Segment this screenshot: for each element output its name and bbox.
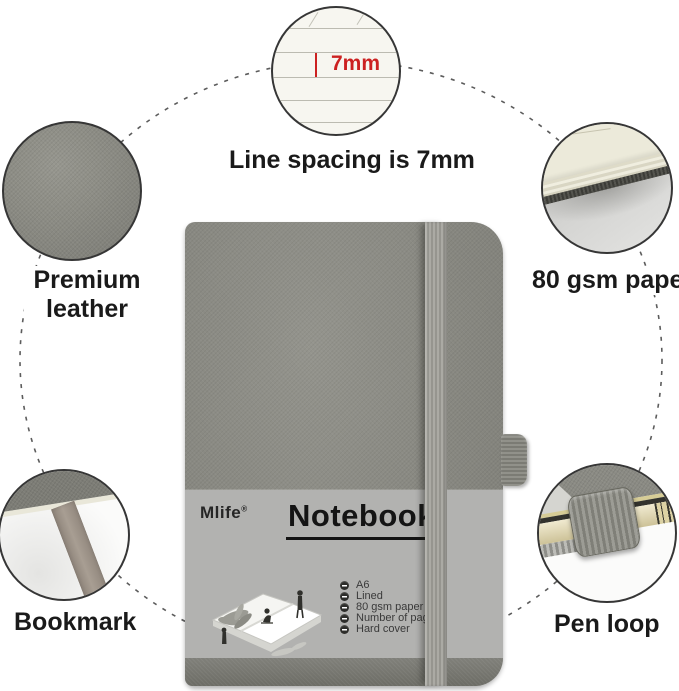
elastic-pen-loop: [566, 485, 642, 559]
paper-weight-icon: [340, 603, 349, 612]
feature-row: A6: [340, 579, 440, 591]
feature-row: Hard cover: [340, 623, 440, 635]
ruling-icon: [340, 592, 349, 601]
ruled-line: [273, 122, 399, 123]
leaf-cluster: [218, 603, 252, 629]
pen-loop-detail-circle: [537, 463, 677, 603]
measurement-tick: [315, 53, 317, 77]
feature-list: A6 Lined 80 gsm paper Number of pages Ha…: [340, 579, 441, 635]
feature-row: 80 gsm paper: [340, 601, 440, 613]
paper-stack: [543, 124, 671, 241]
reading-person: [261, 608, 273, 624]
page-corner-mark: [356, 10, 367, 25]
hardcover-icon: [340, 625, 349, 634]
paper-stack-circle: [541, 122, 673, 254]
bookmark-label: Bookmark: [11, 608, 140, 637]
belly-band: Mlife® Notebook: [185, 490, 503, 658]
premium-leather-label-line1: Premium: [33, 266, 141, 294]
elastic-closure-band: [425, 222, 447, 686]
open-book-illustration: [211, 590, 323, 657]
bookmark-detail-circle: [0, 469, 130, 601]
feature-label: A6: [356, 579, 370, 591]
feature-label: Lined: [356, 590, 383, 602]
brand-logo: Mlife®: [200, 503, 248, 523]
line-spacing-label: Line spacing is 7mm: [226, 146, 475, 175]
leather-texture-circle: [2, 121, 142, 261]
feature-label: Hard cover: [356, 623, 410, 635]
registered-mark: ®: [241, 504, 248, 514]
ruled-line: [273, 77, 399, 78]
ground-leaves: [271, 642, 307, 657]
leaning-person: [221, 627, 227, 644]
premium-leather-label: Premium leather: [24, 266, 150, 324]
premium-leather-label-line2: leather: [46, 294, 128, 323]
product-title-wrap: Notebook: [286, 498, 437, 540]
pen-loop-on-notebook: [501, 434, 527, 486]
paper-weight-label: 80 gsm paper: [529, 266, 679, 295]
notebook-photo: Mlife® Notebook: [185, 222, 527, 686]
size-icon: [340, 581, 349, 590]
page-count-icon: [340, 614, 349, 623]
standing-person: [296, 590, 304, 619]
brand-text: Mlife: [200, 503, 242, 522]
page-corner-mark: [308, 12, 319, 27]
feature-label: 80 gsm paper: [356, 601, 424, 613]
ruled-line: [273, 28, 399, 29]
ruled-line: [273, 100, 399, 101]
line-spacing-detail-circle: 7mm: [271, 6, 401, 136]
feature-label: Number of pages: [356, 612, 441, 624]
line-spacing-value: 7mm: [331, 52, 381, 75]
feature-row: Lined: [340, 590, 440, 602]
ruled-line: [273, 52, 399, 53]
feature-row: Number of pages: [340, 612, 441, 624]
pen-loop-label: Pen loop: [551, 610, 663, 639]
notebook-bottom-edge: [185, 658, 503, 686]
product-title: Notebook: [286, 498, 437, 540]
